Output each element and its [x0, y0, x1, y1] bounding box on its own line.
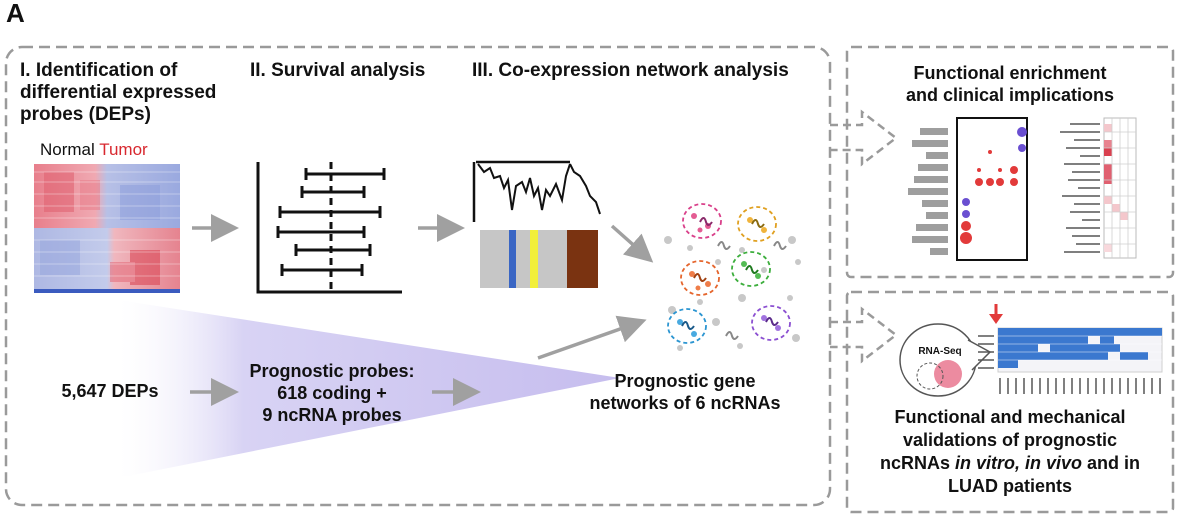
line3-post: and in [1082, 453, 1141, 473]
rnaseq-label: RNA-Seq [918, 346, 962, 357]
line3-pre: ncRNAs [879, 453, 955, 473]
wedge-shape [118, 300, 620, 478]
step1-title-line1: I. Identification of [20, 60, 178, 81]
heatmap [34, 164, 180, 293]
deps-count: 5,647 DEPs [61, 381, 159, 401]
right-top-frame [845, 45, 1175, 279]
networks-line2: networks of 6 ncRNAs [589, 393, 781, 413]
right-bottom-line1: Functional and mechanical [894, 407, 1126, 427]
prognostic-probes: Prognostic probes: 618 coding + 9 ncRNA … [232, 360, 432, 426]
connector-top [830, 109, 899, 167]
networks-line1: Prognostic gene [614, 371, 756, 391]
tumor-label: Tumor [99, 140, 148, 159]
step3-title: III. Co-expression network analysis [472, 60, 789, 81]
validation-graphics [899, 304, 1163, 397]
networks-label: Prognostic gene networks of 6 ncRNAs [575, 370, 795, 414]
step1-title: I. Identification of differential expres… [20, 60, 250, 126]
right-top-line1: Functional enrichment [913, 63, 1107, 83]
right-bottom-line3: ncRNAs in vitro, in vivo and in [850, 452, 1170, 475]
step1-title-line2: differential expressed [20, 82, 217, 103]
right-top-line2: and clinical implications [905, 85, 1115, 105]
right-top-title: Functional enrichment and clinical impli… [850, 62, 1170, 106]
right-bottom-frame [845, 290, 1175, 514]
arrow-3 [610, 224, 654, 263]
forest-plot [256, 162, 402, 294]
main-frame [4, 45, 832, 507]
step2-title: II. Survival analysis [250, 60, 426, 81]
normal-label: Normal [40, 140, 95, 159]
arrow-to-networks [537, 315, 647, 360]
network-cluster [664, 203, 801, 351]
right-bottom-title: Functional and mechanical validations of… [850, 406, 1170, 498]
prognostic-line3: 9 ncRNA probes [262, 405, 402, 425]
right-bottom-line4: LUAD patients [947, 476, 1072, 496]
connector-bottom [830, 306, 899, 364]
prognostic-line2: 618 coding + [277, 383, 387, 403]
dendrogram [472, 160, 601, 288]
line3-italic: in vitro, in vivo [954, 453, 1083, 473]
enrichment-graphics [908, 117, 1137, 261]
panel-label: A [6, 0, 25, 28]
step1-title-line3: probes (DEPs) [20, 104, 151, 125]
heatmap-labels: Normal Tumor [40, 140, 148, 160]
prognostic-line1: Prognostic probes: [249, 361, 415, 381]
right-bottom-line2: validations of prognostic [902, 430, 1117, 450]
